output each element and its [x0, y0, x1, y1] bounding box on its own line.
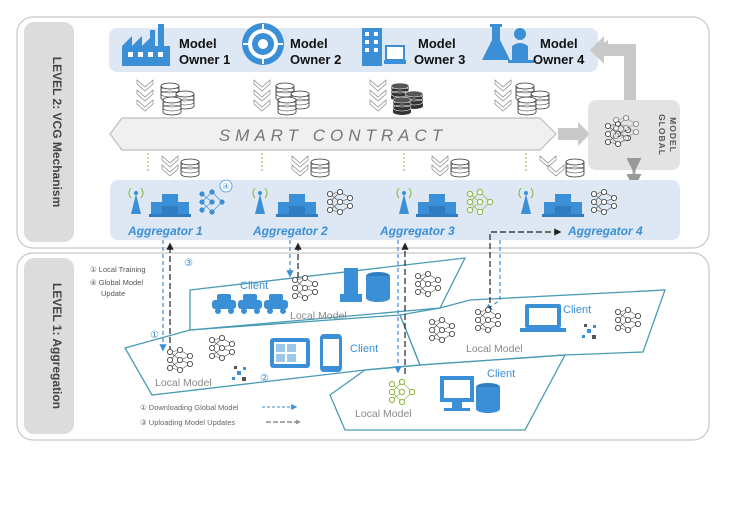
- level1-label-box: [24, 258, 74, 434]
- aggregator-1: ④ Aggregator 1: [127, 179, 233, 238]
- local-model-right-label: Local Model: [466, 343, 523, 355]
- client-left-label: Client: [350, 343, 378, 355]
- step-3-marker: ③: [184, 258, 193, 269]
- global-model-label-line2: MODEL: [668, 117, 678, 153]
- reward-flow-3: [403, 153, 470, 178]
- laptop-icon: [520, 304, 566, 332]
- aggregator-panel: [110, 180, 680, 240]
- level1-label: LEVEL 1: Aggregation: [50, 283, 64, 409]
- client-top: Client Local Model: [212, 268, 442, 322]
- vault-icon: [242, 23, 284, 65]
- global-model-box: [588, 100, 680, 170]
- database-icon: [476, 383, 500, 413]
- local-model-top-label: Local Model: [290, 310, 347, 322]
- step-4-marker: ④: [222, 182, 229, 191]
- aggregator-3: Aggregator 3: [379, 187, 494, 238]
- legend: ① Downloading Global Model ③ Uploading M…: [140, 403, 301, 427]
- legend-downloading-label: ① Downloading Global Model: [140, 403, 239, 412]
- level2-label: LEVEL 2: VCG Mechanism: [50, 57, 64, 208]
- local-training-note: ① Local Training: [90, 265, 146, 274]
- download-line-4: [484, 240, 501, 311]
- lab-scientist-icon: [482, 24, 534, 63]
- tablet-icon: [270, 338, 310, 368]
- local-model-left-label: Local Model: [155, 377, 212, 389]
- aggregator-2: Aggregator 2: [252, 187, 354, 238]
- aggregator-2-label: Aggregator 2: [252, 224, 328, 238]
- upload-line-4: [489, 228, 562, 312]
- region-bottom: [329, 354, 567, 431]
- aggregator-4: Aggregator 4: [518, 187, 643, 238]
- database-building-icon: [340, 268, 390, 302]
- owner-3-label-line2: Owner 3: [414, 52, 465, 67]
- aggregator-1-label: Aggregator 1: [127, 224, 203, 238]
- smart-contract-banner: [109, 117, 557, 151]
- to-global-model-arrow: [558, 122, 590, 146]
- global-update-note-line2: Update: [101, 289, 125, 298]
- smart-contract-label: SMART CONTRACT: [219, 126, 447, 145]
- owner-2-label-line2: Owner 2: [290, 52, 341, 67]
- reward-flow-4: [525, 153, 585, 178]
- owner-1-label-line2: Owner 1: [179, 52, 230, 67]
- client-left: ② Client Local Model: [155, 334, 378, 389]
- global-update-note-line1: ④ Global Model: [90, 278, 143, 287]
- client-bottom: Client Local Model: [355, 368, 515, 420]
- owner-3-label-line1: Model: [418, 36, 456, 51]
- reward-flow-2: [261, 153, 330, 178]
- local-model-bottom-label: Local Model: [355, 408, 412, 420]
- level2-label-box: [24, 22, 74, 242]
- client-right: Client Local Model: [428, 304, 641, 355]
- phone-icon: [320, 334, 342, 372]
- owner-4-label-line2: Owner 4: [533, 52, 585, 67]
- global-model-label-line1: GLOBAL: [657, 114, 667, 156]
- step-2-marker: ②: [260, 373, 269, 384]
- reward-flow-1: [147, 153, 200, 178]
- client-right-label: Client: [563, 304, 591, 316]
- client-top-label: Client: [240, 280, 268, 292]
- model-owner-panel: [109, 28, 598, 72]
- client-bottom-label: Client: [487, 368, 515, 380]
- legend-uploading-label: ③ Uploading Model Updates: [140, 418, 235, 427]
- owner-4-label-line1: Model: [540, 36, 578, 51]
- car-icon: [212, 294, 288, 314]
- aggregator-3-label: Aggregator 3: [379, 224, 455, 238]
- step-1-marker: ①: [150, 330, 159, 341]
- desktop-icon: [440, 376, 474, 411]
- aggregator-4-label: Aggregator 4: [567, 224, 643, 238]
- factory-icon: [122, 24, 170, 66]
- office-building-icon: [362, 28, 406, 66]
- owner-1-label-line1: Model: [179, 36, 217, 51]
- owner-2-label-line1: Model: [290, 36, 328, 51]
